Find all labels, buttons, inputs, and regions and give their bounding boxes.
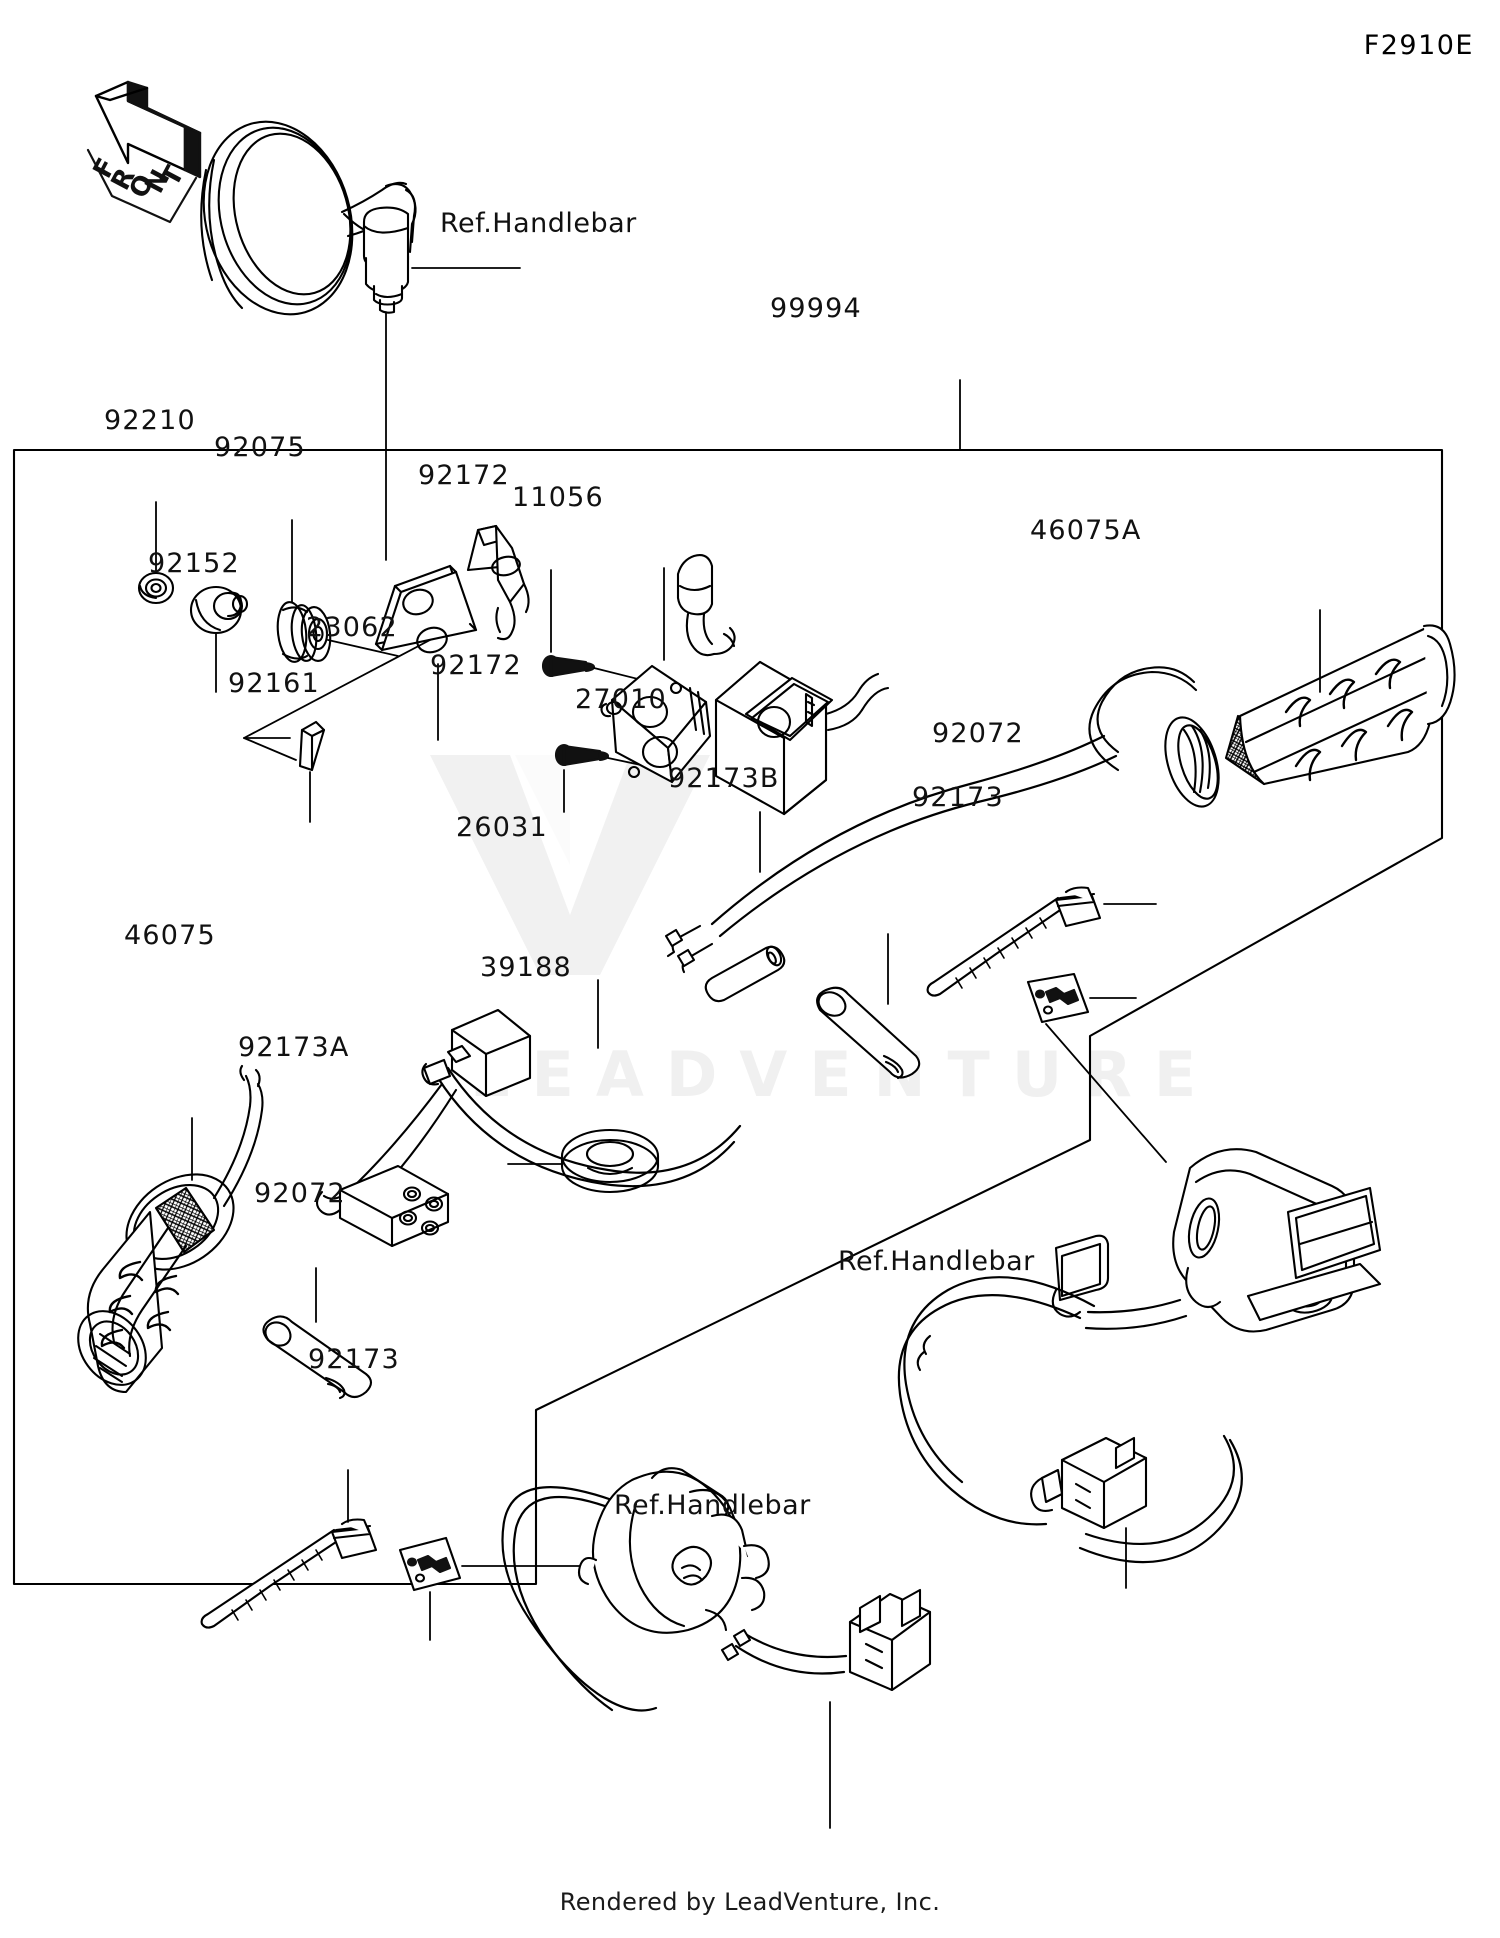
callout-92173-upper: 92173: [912, 782, 1004, 813]
callout-23062: 23062: [306, 612, 398, 643]
callout-92173A: 92173A: [238, 1032, 350, 1063]
callout-92152: 92152: [148, 548, 240, 579]
callout-99994: 99994: [770, 293, 862, 324]
callout-92173-lower: 92173: [308, 1344, 400, 1375]
callout-27010: 27010: [575, 684, 667, 715]
callout-92072-upper: 92072: [932, 718, 1024, 749]
callout-92072-lower: 92072: [254, 1178, 346, 1209]
callout-11056: 11056: [512, 482, 604, 513]
callout-92210: 92210: [104, 405, 196, 436]
callout-ref-handlebar-right: Ref.Handlebar: [838, 1246, 1035, 1277]
callout-92173B: 92173B: [668, 763, 780, 794]
sheet-code: F2910E: [1363, 30, 1474, 61]
callout-92075: 92075: [214, 432, 306, 463]
render-credit: Rendered by LeadVenture, Inc.: [559, 1888, 941, 1916]
callout-92172-lower: 92172: [430, 650, 522, 681]
callout-39188: 39188: [480, 952, 572, 983]
callout-46075: 46075: [124, 920, 216, 951]
callout-92172-upper: 92172: [418, 460, 510, 491]
callout-46075A: 46075A: [1030, 515, 1142, 546]
callout-ref-handlebar-bottom: Ref.Handlebar: [614, 1490, 811, 1521]
callout-ref-handlebar-mirror: Ref.Handlebar: [440, 208, 637, 239]
callout-26031: 26031: [456, 812, 548, 843]
callout-92161: 92161: [228, 668, 320, 699]
